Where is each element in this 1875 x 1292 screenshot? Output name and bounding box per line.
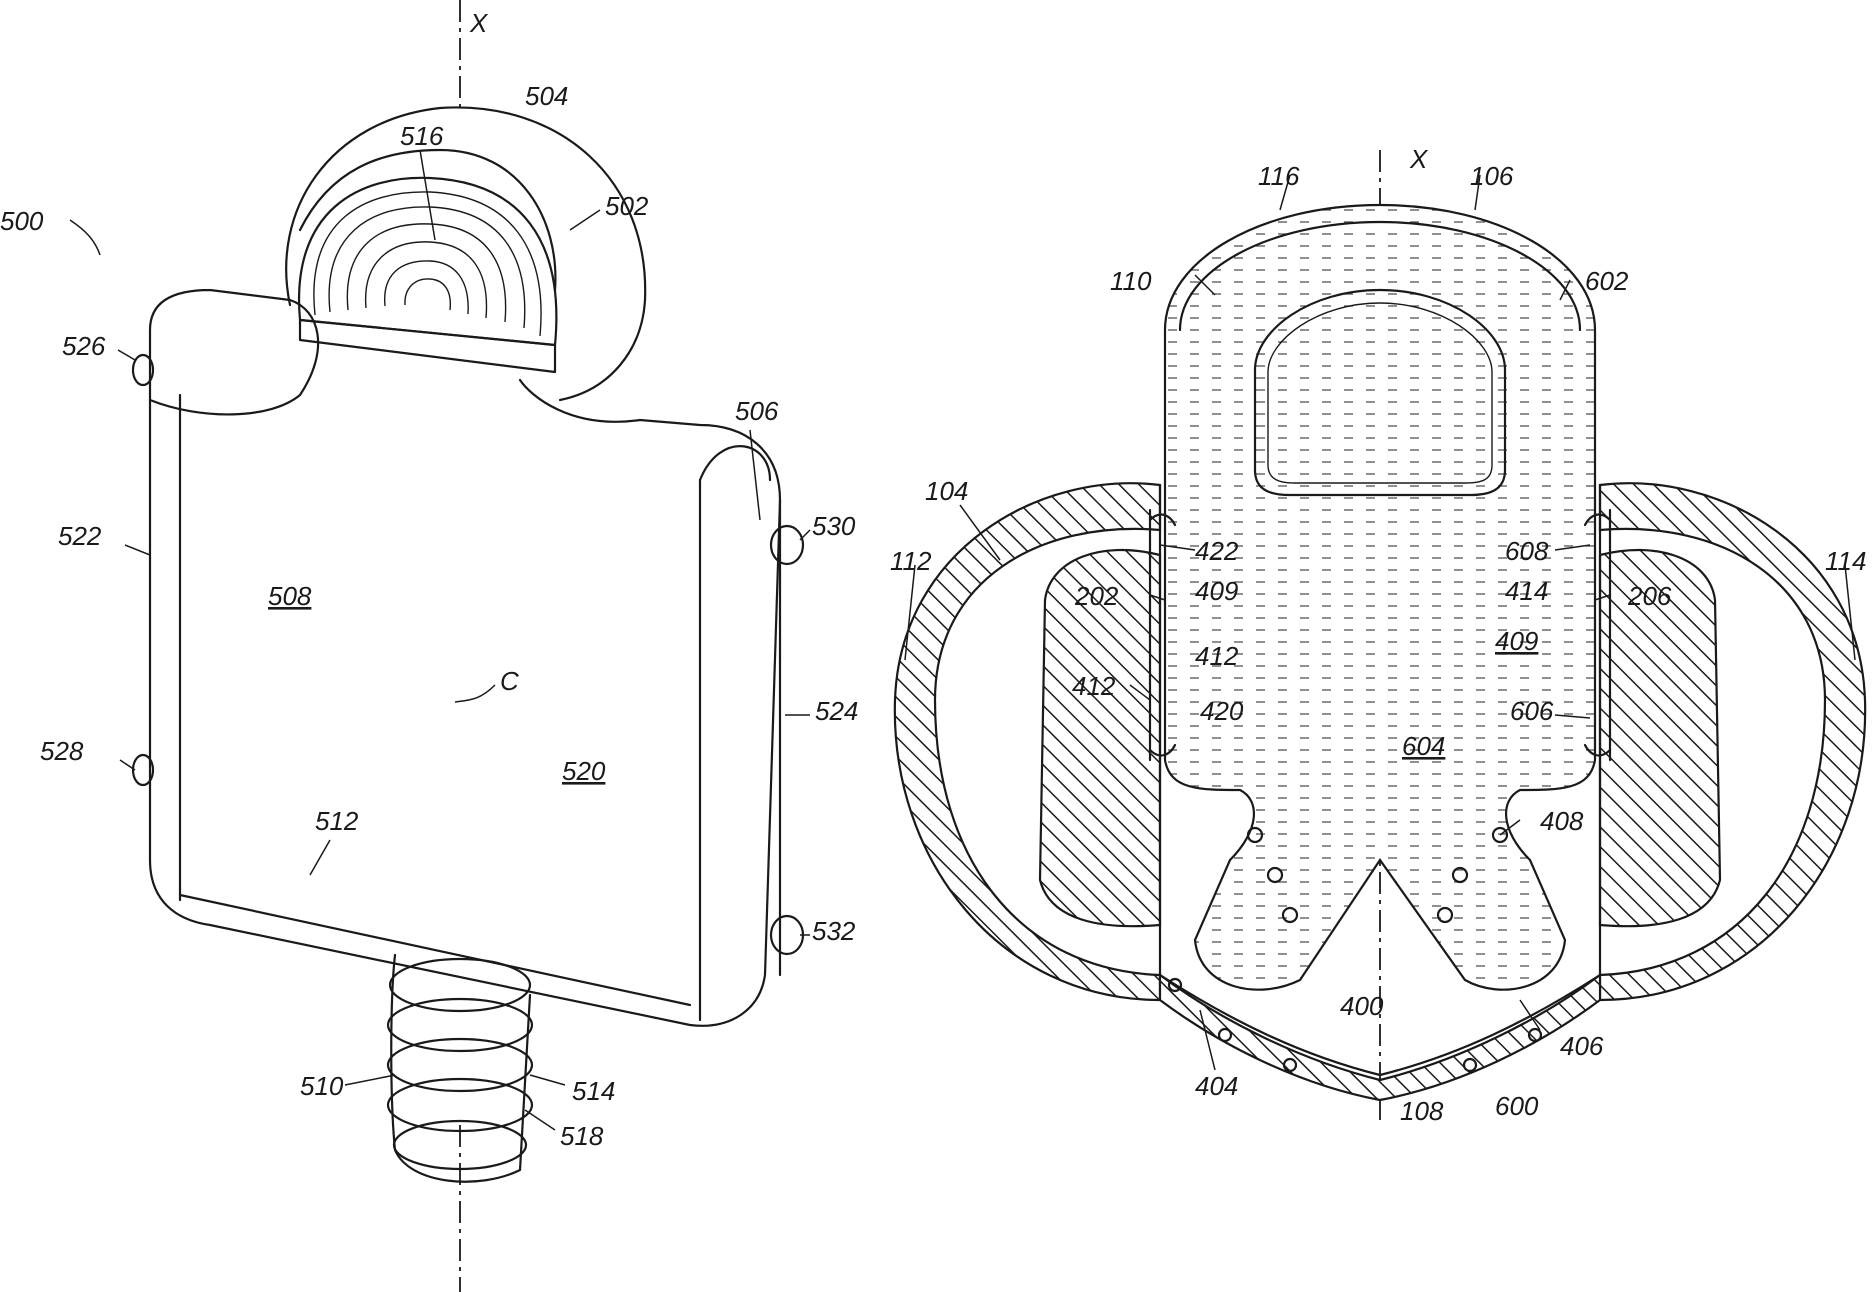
- window-516: [297, 176, 558, 347]
- label-528: 528: [40, 736, 84, 766]
- label-112: 112: [890, 546, 932, 576]
- right-figure: X 116 106 110 602 104 112 114 422 608 20…: [890, 144, 1866, 1126]
- inner-cup: [1158, 483, 1602, 1077]
- label-206: 206: [1627, 581, 1672, 611]
- label-412b: 412: [1072, 671, 1116, 701]
- label-412a: 412: [1195, 641, 1239, 671]
- bump-532: [769, 914, 805, 956]
- inner-hole: [1253, 288, 1507, 497]
- label-400: 400: [1340, 991, 1384, 1021]
- leader-C: [454, 684, 496, 703]
- label-110: 110: [1110, 266, 1152, 296]
- label-406: 406: [1560, 1031, 1604, 1061]
- label-108: 108: [1400, 1096, 1444, 1126]
- corner-506: [698, 445, 772, 482]
- label-526: 526: [62, 331, 106, 361]
- label-116: 116: [1258, 161, 1300, 191]
- label-606: 606: [1510, 696, 1554, 726]
- label-420: 420: [1200, 696, 1244, 726]
- right-axis-label: X: [1409, 144, 1429, 174]
- label-106: 106: [1470, 161, 1514, 191]
- label-504: 504: [525, 81, 568, 111]
- label-600: 600: [1495, 1091, 1539, 1121]
- label-518: 518: [560, 1121, 604, 1151]
- bump-530: [769, 524, 805, 566]
- window-base: [298, 318, 557, 374]
- head-dome: [285, 106, 647, 402]
- label-114: 114: [1825, 546, 1866, 576]
- label-500: 500: [0, 206, 44, 236]
- label-510: 510: [300, 1071, 344, 1101]
- label-508: 508: [268, 581, 312, 611]
- label-502: 502: [605, 191, 649, 221]
- bump-526: [131, 353, 155, 387]
- threaded-stem-510: [386, 953, 534, 1183]
- label-506: 506: [735, 396, 779, 426]
- bottom-bowl-600: [1158, 972, 1602, 1102]
- label-604: 604: [1402, 731, 1445, 761]
- label-516: 516: [400, 121, 444, 151]
- bulb-inner-wall-110: [1178, 220, 1582, 332]
- label-524: 524: [815, 696, 858, 726]
- label-532: 532: [812, 916, 856, 946]
- label-409a: 409: [1195, 576, 1238, 606]
- body-outline: [148, 288, 782, 1027]
- label-520: 520: [562, 756, 606, 786]
- leg-bumps-400: [1167, 826, 1543, 1073]
- label-530: 530: [812, 511, 856, 541]
- label-522: 522: [58, 521, 102, 551]
- leader-500: [69, 219, 101, 256]
- label-422: 422: [1195, 536, 1239, 566]
- label-409b: 409: [1495, 626, 1538, 656]
- label-202: 202: [1074, 581, 1119, 611]
- outer-shell-left-104: [893, 482, 1162, 1002]
- bump-528: [131, 753, 155, 787]
- label-512: 512: [315, 806, 359, 836]
- label-C: C: [500, 666, 519, 696]
- label-414: 414: [1505, 576, 1548, 606]
- label-408: 408: [1540, 806, 1584, 836]
- head-inner-rim: [298, 148, 557, 292]
- label-514: 514: [572, 1076, 615, 1106]
- left-figure: X 500 504 516 502 526 506 522 530 508 C …: [0, 0, 858, 1292]
- label-104: 104: [925, 476, 968, 506]
- label-602: 602: [1585, 266, 1629, 296]
- left-axis-label: X: [469, 8, 489, 38]
- label-608: 608: [1505, 536, 1549, 566]
- leader-516: [419, 149, 436, 241]
- label-404: 404: [1195, 1071, 1238, 1101]
- body-bottom-edge-512: [178, 893, 692, 1007]
